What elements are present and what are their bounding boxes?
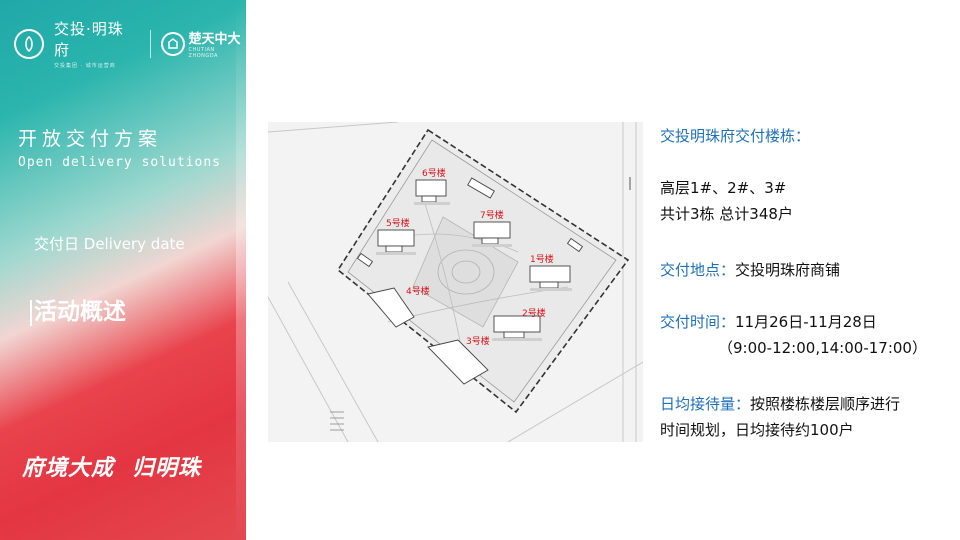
brand-tagline: 交投集团 · 城市运营商 bbox=[53, 63, 116, 69]
site-plan-drawing: 6号楼 7号楼 5号楼 1号楼 4号楼 2号楼 3号楼 bbox=[268, 122, 643, 442]
info-buildings: 高层1#、2#、3# bbox=[660, 179, 787, 197]
partner-sub: CHUTIAN ZHONGDA bbox=[188, 47, 218, 59]
info-heading: 交投明珠府交付楼栋： bbox=[660, 127, 811, 145]
nav-item-activity-overview[interactable]: 活动概述 bbox=[30, 292, 126, 326]
info-time-hours: （9:00-12:00,14:00-17:00） bbox=[718, 339, 927, 357]
info-reception: 日均接待量：按照楼栋楼层顺序进行 bbox=[660, 392, 900, 416]
time-value: 11月26日-11月28日 bbox=[735, 313, 877, 331]
partner-name: 楚天中大 bbox=[188, 32, 241, 47]
time-label: 交付时间： bbox=[660, 313, 736, 331]
section-title-en: Open delivery solutions bbox=[18, 155, 222, 170]
building-label-7: 7号楼 bbox=[480, 209, 504, 221]
info-reception-2: 时间规划，日均接待约100户 bbox=[660, 421, 854, 439]
building-label-3: 3号楼 bbox=[466, 335, 490, 347]
info-totals: 共计3栋 总计348户 bbox=[660, 205, 793, 223]
nav-item-activity-overview-label: 活动概述 bbox=[34, 299, 126, 325]
left-panel: 交投·明珠府 交投集团 · 城市运营商 楚天中大 CHUTIAN ZHONGDA… bbox=[0, 0, 246, 540]
info-time: 交付时间：11月26日-11月28日 bbox=[660, 310, 877, 334]
slogan: 府境大成归明珠 bbox=[22, 450, 201, 482]
site-plan-map: 6号楼 7号楼 5号楼 1号楼 4号楼 2号楼 3号楼 bbox=[268, 122, 643, 442]
building-label-1: 1号楼 bbox=[530, 253, 554, 265]
reception-value: 按照楼栋楼层顺序进行 bbox=[750, 395, 901, 413]
building-label-4: 4号楼 bbox=[406, 285, 430, 297]
nav-item-delivery-date[interactable]: 交付日 Delivery date bbox=[34, 235, 185, 253]
building-label-2: 2号楼 bbox=[522, 307, 546, 319]
active-indicator bbox=[30, 299, 32, 326]
logo-row: 交投·明珠府 交投集团 · 城市运营商 楚天中大 CHUTIAN ZHONGDA bbox=[14, 18, 246, 69]
logo-divider bbox=[149, 29, 151, 58]
brand-logo-icon bbox=[14, 28, 44, 59]
slogan-right: 归明珠 bbox=[132, 455, 202, 481]
building-label-6: 6号楼 bbox=[422, 167, 446, 179]
reception-label: 日均接待量： bbox=[660, 395, 751, 413]
section-title-cn: 开放交付方案 bbox=[18, 128, 163, 150]
info-location: 交付地点：交投明珠府商铺 bbox=[660, 258, 840, 282]
partner-logo: 楚天中大 CHUTIAN ZHONGDA bbox=[160, 28, 246, 59]
building-label-5: 5号楼 bbox=[386, 217, 410, 229]
slogan-left: 府境大成 bbox=[22, 455, 115, 481]
brand-name: 交投·明珠府 bbox=[53, 20, 124, 59]
partner-logo-icon bbox=[160, 31, 185, 56]
location-value: 交投明珠府商铺 bbox=[735, 261, 841, 279]
location-label: 交付地点： bbox=[660, 261, 736, 279]
